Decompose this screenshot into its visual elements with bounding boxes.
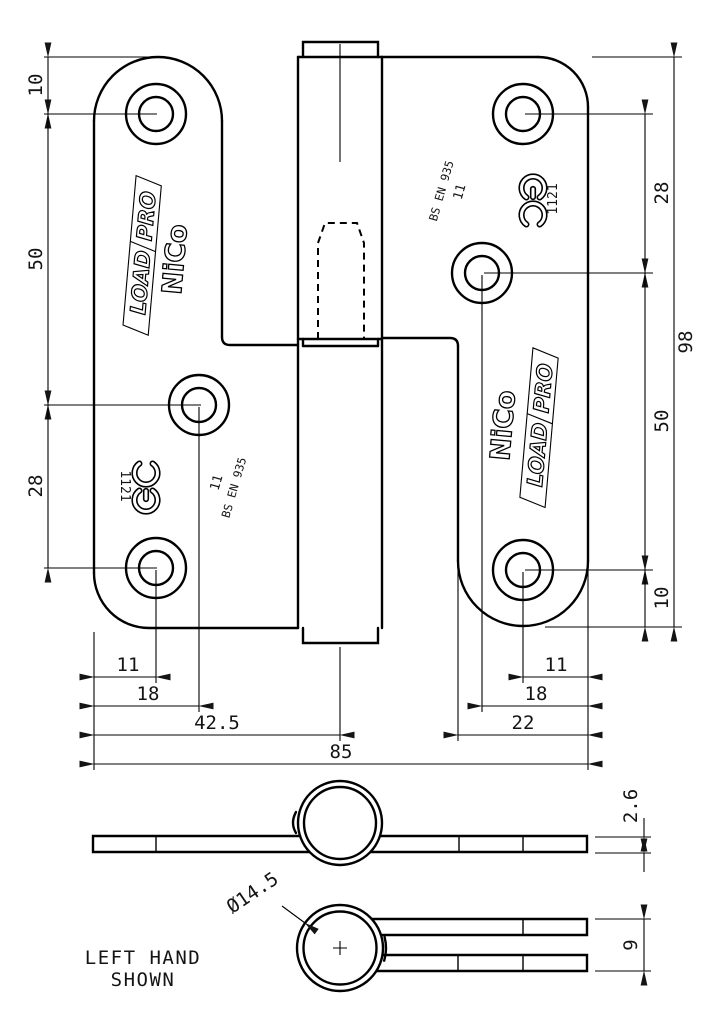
diameter-callout: Ø14.5 <box>223 868 319 935</box>
ce-mark-right: 1121 <box>518 173 561 228</box>
dimension-labels: 10 50 28 28 50 10 98 11 18 42.5 85 11 18… <box>25 74 697 763</box>
dim-left-10: 10 <box>25 74 47 97</box>
load-class-text: 11 <box>451 182 470 201</box>
gap-dimension: 9 <box>595 904 651 986</box>
dim-knuckle-diameter: Ø14.5 <box>223 868 283 918</box>
dim-bottom-22: 22 <box>512 712 535 734</box>
front-view: LOAD PRO NiCo NiCo LOAD PRO 11 BS EN 935… <box>25 40 697 770</box>
knuckle-circle-plan <box>296 779 384 867</box>
extension-lines <box>44 56 682 770</box>
loadpro-load-text: LOAD <box>126 249 156 315</box>
dim-right-28: 28 <box>651 182 673 205</box>
dim-thickness-2-6: 2.6 <box>620 789 642 823</box>
center-mark <box>333 941 347 955</box>
left-leaf-outline <box>92 55 300 630</box>
bottom-leaf-bar <box>374 953 589 973</box>
dim-bottom-left-18: 18 <box>137 683 160 705</box>
brand-logo-right: NiCo LOAD PRO <box>484 347 559 509</box>
standard-stamp-right: BS EN 935 11 <box>426 159 470 223</box>
loadpro-pro-text: PRO <box>529 362 557 413</box>
loadpro-pro-text: PRO <box>133 190 161 241</box>
ce-mark-left: 1121 <box>117 460 161 515</box>
thickness-dimension: 2.6 <box>595 789 651 872</box>
dim-bottom-right-18: 18 <box>525 683 548 705</box>
dim-right-10: 10 <box>651 587 673 610</box>
caption-line1: LEFT HAND <box>85 947 201 969</box>
dim-bottom-42-5: 42.5 <box>194 712 240 734</box>
hidden-pin-outline <box>317 222 365 339</box>
knuckle-curl <box>291 810 298 835</box>
plan-view: 2.6 <box>91 779 651 872</box>
dim-right-50: 50 <box>651 410 673 433</box>
knuckle-curl <box>383 935 388 962</box>
dim-bottom-left-11: 11 <box>117 654 140 676</box>
dim-gap-9: 9 <box>620 939 642 950</box>
dim-left-50: 50 <box>25 248 47 271</box>
bottom-view: Ø14.5 9 LEFT HAND SHOWN <box>85 868 651 993</box>
nico-logo-text: NiCo <box>157 223 194 296</box>
nico-logo-text: NiCo <box>485 389 522 462</box>
dim-bottom-right-11: 11 <box>545 654 568 676</box>
top-leaf-bar <box>370 917 589 937</box>
handing-caption: LEFT HAND SHOWN <box>85 947 201 991</box>
ce-number-text: 1121 <box>117 470 132 501</box>
knuckle <box>296 40 384 645</box>
load-class-text: 11 <box>208 473 227 492</box>
dimension-lines <box>44 42 678 768</box>
ce-number-text: 1121 <box>546 183 561 214</box>
caption-line2: SHOWN <box>111 969 176 991</box>
dim-left-28: 28 <box>25 475 47 498</box>
dim-right-98: 98 <box>675 331 697 354</box>
dim-bottom-85: 85 <box>330 741 353 763</box>
brand-logo-left: LOAD PRO NiCo <box>122 174 195 337</box>
standard-stamp-left: 11 BS EN 935 <box>208 456 250 520</box>
right-leaf-outline <box>380 55 590 628</box>
